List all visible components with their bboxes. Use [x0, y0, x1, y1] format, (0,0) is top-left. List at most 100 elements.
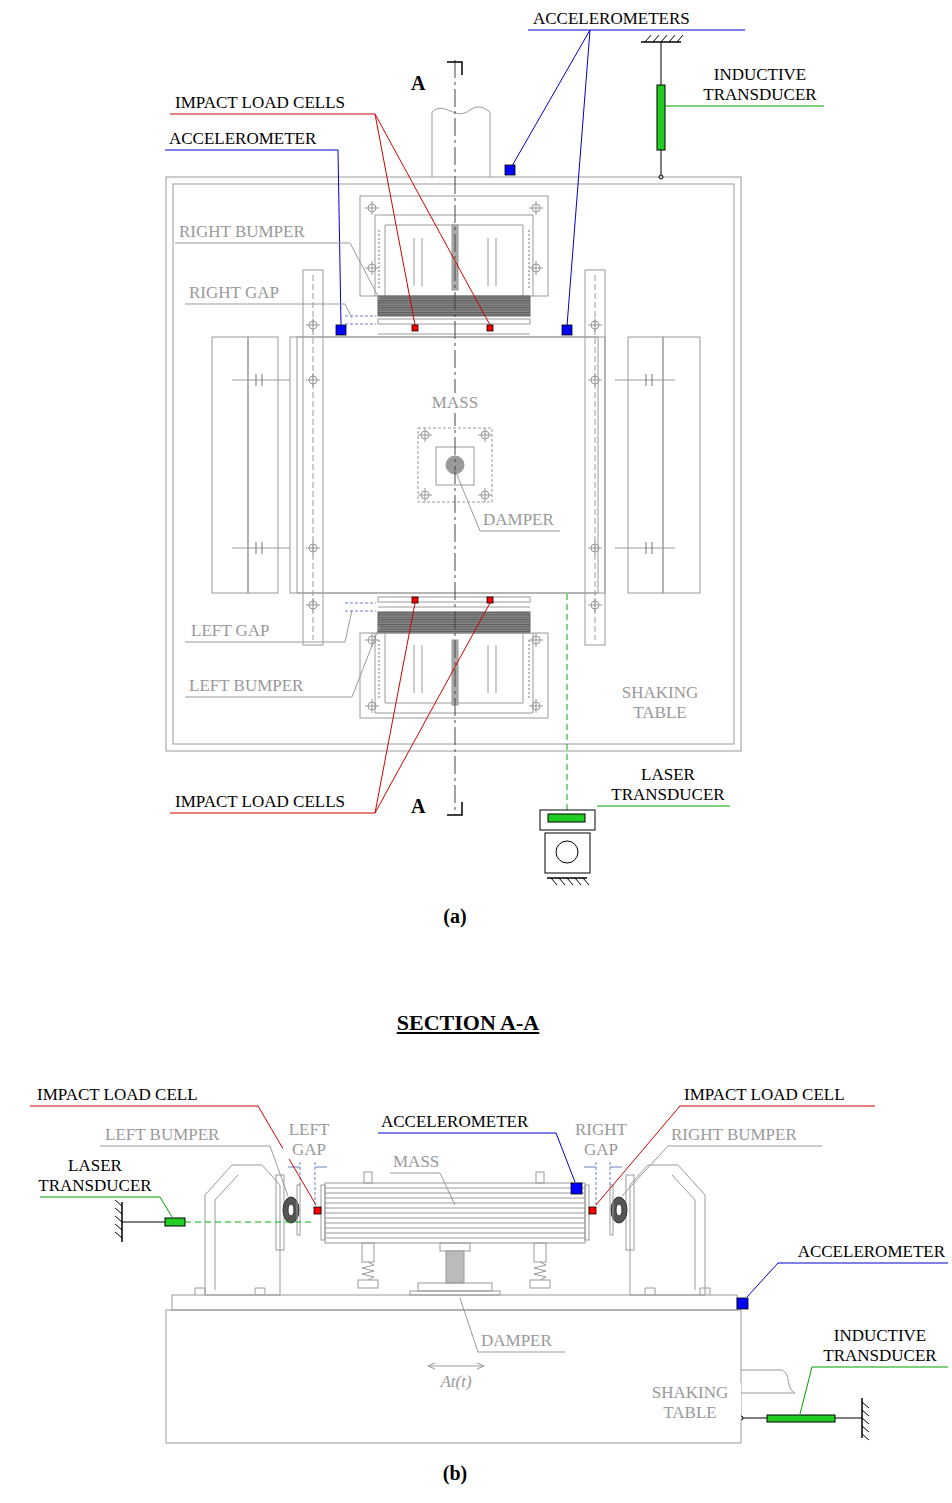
section-view: [362, 1262, 374, 1280]
sensors: [314, 1207, 321, 1214]
plan-view: [360, 633, 548, 718]
sensors: [336, 165, 572, 603]
section-view: [358, 1280, 378, 1288]
laser-transducer: [165, 1218, 185, 1226]
plan-view: [478, 428, 492, 442]
gap-dimension: [288, 1162, 622, 1205]
plan-view: [232, 380, 675, 548]
laser-transducer: [567, 594, 568, 810]
plan-view: [375, 215, 533, 296]
sensors: [571, 1183, 582, 1194]
leader-lines: [455, 470, 560, 531]
sensor-label: ACCELEROMETERS: [532, 9, 691, 29]
leader-lines: [170, 603, 490, 813]
section-mark: A: [410, 72, 426, 95]
plan-view: [290, 337, 605, 593]
plan-view: [166, 107, 741, 751]
section-view: [166, 1310, 741, 1443]
leader-lines: [378, 1133, 575, 1182]
laser-transducer: [122, 1222, 165, 1223]
part-label: SHAKING TABLE: [639, 1383, 741, 1422]
inductive-transducer: [641, 35, 683, 42]
plan-view: [365, 699, 379, 713]
sensors: [589, 1207, 596, 1214]
section-view: [172, 1295, 737, 1310]
inductive-transducer: [767, 1415, 835, 1422]
figure-tag: (b): [442, 1462, 468, 1485]
part-label: RIGHT GAP: [188, 283, 280, 303]
laser-transducer: [540, 810, 595, 830]
section-view: [610, 1185, 613, 1235]
section-view: [297, 1185, 300, 1235]
inductive-transducer: [739, 1398, 869, 1440]
section-view: [325, 1188, 585, 1238]
plan-view: [365, 261, 379, 275]
section-view: [534, 1243, 546, 1262]
plan-view: [529, 699, 543, 713]
sensors: [336, 325, 346, 335]
leader-lines: [30, 1106, 948, 1414]
part-label: MASS: [392, 1152, 440, 1172]
gap-dimension: [300, 1162, 610, 1205]
part-label: RIGHT BUMPER: [670, 1125, 798, 1145]
section-view: [440, 1243, 470, 1251]
section-view: [205, 1165, 280, 1295]
section-view: [418, 1283, 492, 1291]
sensors: [505, 165, 515, 175]
plan-view: [297, 337, 598, 593]
section-view: [672, 1175, 695, 1290]
section-view: [536, 1172, 544, 1183]
section-view: [410, 1291, 500, 1295]
leader-lines: [460, 1298, 565, 1352]
gap-dimension: [345, 316, 376, 611]
leader-lines: [800, 1367, 948, 1414]
section-axis: [447, 62, 462, 815]
part-label: DAMPER: [480, 1331, 553, 1351]
sensors: [487, 325, 493, 331]
laser-transducer: [547, 878, 589, 885]
laser-transducer: [115, 1200, 122, 1242]
plan-view: [248, 337, 278, 593]
part-label: SHAKING TABLE: [609, 683, 711, 722]
sensors: [487, 597, 493, 603]
motion-label: At(t): [439, 1372, 472, 1392]
inductive-transducer: [862, 1398, 869, 1440]
section-view: [585, 1185, 589, 1240]
leader-lines: [40, 1197, 172, 1217]
sensor-label: IMPACT LOAD CELL: [683, 1085, 846, 1105]
part-label: MASS: [431, 393, 479, 413]
plan-view: [588, 318, 602, 332]
leader-lines: [597, 806, 730, 807]
plan-view: [360, 196, 548, 296]
leader-lines: [185, 304, 352, 318]
plan-view: [306, 541, 320, 555]
plan-view: [378, 607, 530, 608]
plan-view: [588, 541, 602, 555]
section-view: [630, 1165, 705, 1295]
section-mark: A: [410, 795, 426, 818]
plan-view: [588, 598, 602, 612]
sensors: [562, 325, 572, 335]
sensor-label: ACCELEROMETER: [797, 1242, 946, 1262]
section-view: [215, 1175, 238, 1290]
part-label: LEFT BUMPER: [104, 1125, 220, 1145]
sensor-label: ACCELEROMETER: [168, 129, 317, 149]
plan-view: [256, 374, 652, 554]
plan-view: [212, 337, 248, 593]
sensors: [737, 1298, 748, 1309]
leader-lines: [185, 610, 352, 642]
laser-transducer: [115, 1200, 313, 1242]
plan-view: [173, 184, 734, 744]
section-view: [741, 1370, 795, 1393]
plan-view: [313, 275, 595, 640]
section-view: [428, 1363, 484, 1369]
section-axis: [447, 60, 462, 815]
laser-transducer: [540, 594, 595, 885]
sensor-label: LASER TRANSDUCER: [34, 1156, 156, 1195]
plan-view: [378, 597, 530, 602]
section-view: [321, 1185, 325, 1240]
leader-lines: [165, 30, 824, 813]
leader-lines: [747, 1263, 948, 1297]
